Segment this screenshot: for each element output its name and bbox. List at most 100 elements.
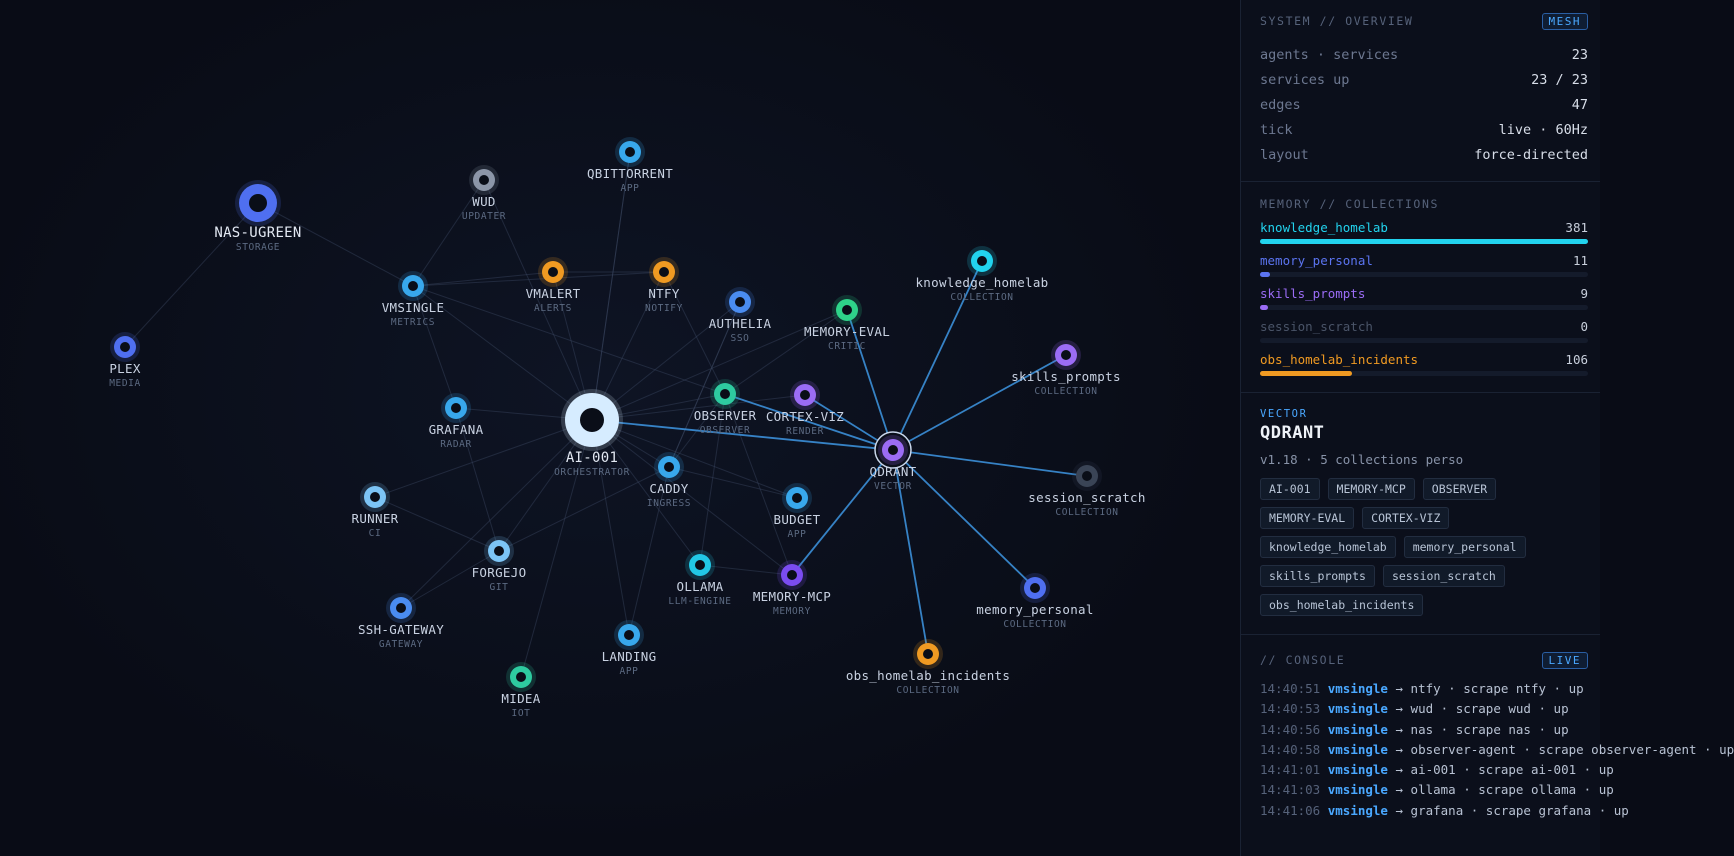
connected-chip[interactable]: session_scratch	[1382, 565, 1505, 587]
overview-key: layout	[1260, 146, 1309, 163]
vector-meta: v1.18 · 5 collections perso	[1260, 452, 1464, 467]
graph-edge	[400, 419, 593, 609]
log-message: → nas · scrape nas · up	[1395, 721, 1569, 737]
console-line: 14:40:51 vmsingle → ntfy · scrape ntfy ·…	[1260, 681, 1588, 701]
node-type: COLLECTION	[1034, 386, 1097, 397]
overview-section: SYSTEM // OVERVIEW MESH agents · service…	[1241, 0, 1600, 182]
connected-chip[interactable]: CORTEX-VIZ	[1362, 507, 1450, 529]
connected-chip[interactable]: memory_personal	[1403, 536, 1526, 558]
node-core	[842, 305, 852, 315]
connected-chip[interactable]: skills_prompts	[1260, 565, 1375, 587]
connected-chip[interactable]: knowledge_homelab	[1260, 536, 1396, 558]
graph-edge	[668, 301, 741, 468]
node-label: AI-001	[566, 450, 618, 466]
connected-chip[interactable]: AI-001	[1260, 478, 1320, 500]
node-type: MEMORY	[773, 606, 811, 617]
log-source: vmsingle	[1327, 681, 1388, 696]
graph-edge	[892, 449, 929, 655]
log-message: → ollama · scrape ollama · up	[1395, 782, 1614, 798]
node-core	[408, 281, 418, 291]
graph-edge	[412, 285, 457, 409]
node-core	[396, 603, 406, 613]
console-section: // CONSOLE LIVE 14:40:51 vmsingle → ntfy…	[1241, 635, 1734, 823]
log-source: vmsingle	[1327, 802, 1388, 818]
collection-bar-fill	[1260, 239, 1588, 244]
graph-node-memmcp[interactable]: MEMORY-MCP MEMORY	[753, 560, 831, 617]
node-type: RENDER	[786, 426, 824, 437]
graph-edge	[892, 449, 1088, 477]
console-log[interactable]: 14:40:51 vmsingle → ntfy · scrape ntfy ·…	[1260, 681, 1734, 823]
overview-row: edges 47	[1260, 92, 1588, 117]
connected-chip[interactable]: OBSERVER	[1422, 478, 1497, 500]
node-type: GATEWAY	[379, 639, 423, 650]
graph-edge	[668, 301, 741, 468]
log-message: → wud · scrape wud · up	[1395, 701, 1569, 717]
overview-row: tick live · 60Hz	[1260, 117, 1588, 142]
connected-chip[interactable]: MEMORY-EVAL	[1260, 507, 1355, 529]
node-type: VECTOR	[874, 481, 912, 492]
node-label: MEMORY-MCP	[753, 589, 831, 604]
vector-name: QDRANT	[1260, 423, 1325, 443]
collection-bar-fill	[1260, 272, 1270, 277]
node-core	[977, 256, 987, 266]
node-label: WUD	[472, 194, 495, 209]
log-time: 14:40:53	[1260, 701, 1321, 717]
node-core	[888, 445, 898, 455]
connected-chip[interactable]: MEMORY-MCP	[1327, 478, 1415, 500]
collection-bar-track	[1260, 305, 1588, 310]
node-type: SSO	[731, 333, 750, 344]
graph-edge	[591, 394, 806, 421]
node-core	[624, 630, 634, 640]
connected-chip[interactable]: obs_homelab_incidents	[1260, 594, 1424, 616]
collection-bar-track	[1260, 371, 1588, 376]
node-core	[249, 194, 267, 212]
node-core	[923, 649, 933, 659]
collection-bar-track	[1260, 338, 1588, 343]
node-core	[1030, 583, 1040, 593]
graph-edge	[498, 466, 670, 552]
graph-edge	[668, 466, 798, 499]
console-line: 14:41:01 vmsingle → ai-001 · scrape ai-0…	[1260, 762, 1614, 782]
collection-count: 381	[1565, 219, 1588, 235]
graph-edge	[412, 271, 665, 287]
node-label: skills_prompts	[1011, 369, 1121, 384]
live-badge: LIVE	[1541, 651, 1588, 669]
overview-row: layout force-directed	[1260, 142, 1588, 167]
collection-name: obs_homelab_incidents	[1260, 351, 1419, 367]
node-label: OBSERVER	[694, 408, 757, 423]
